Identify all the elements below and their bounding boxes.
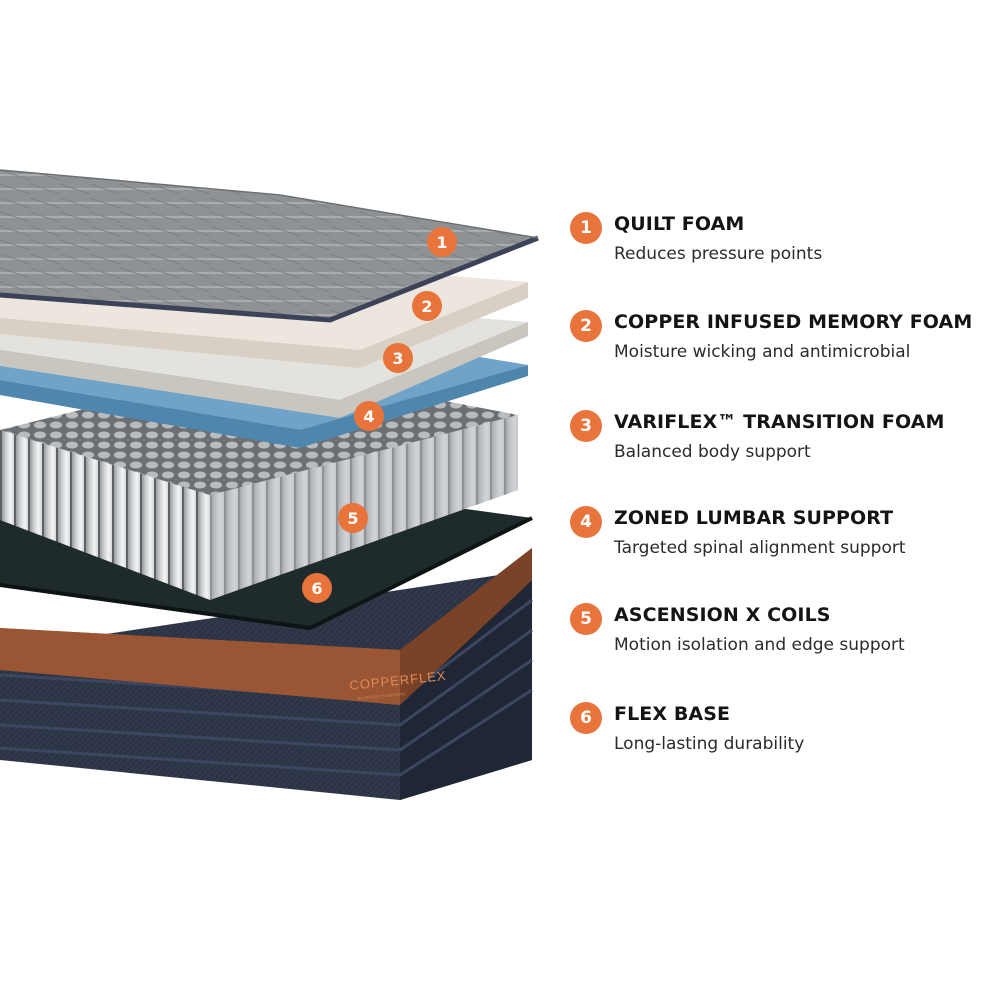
legend-title-6: FLEX BASE: [614, 703, 731, 725]
legend-badge-3: 3: [570, 410, 602, 442]
legend-badge-6: 6: [570, 702, 602, 734]
marker-3-label: 3: [392, 349, 403, 368]
brand-logo-subtext: BY BROOKLYN BEDDING: [358, 691, 406, 701]
marker-5-label: 5: [347, 509, 358, 528]
legend-title-2: COPPER INFUSED MEMORY FOAM: [614, 311, 973, 333]
copper-band: [0, 548, 532, 705]
legend-title-1: QUILT FOAM: [614, 213, 745, 235]
marker-4-label: 4: [363, 407, 374, 426]
legend-badge-1: 1: [570, 212, 602, 244]
layer-6-edge: [0, 516, 533, 631]
legend-title-3: VARIFLEX™ TRANSITION FOAM: [614, 411, 945, 433]
legend-badge-2: 2: [570, 310, 602, 342]
legend-badge-4: 4: [570, 506, 602, 538]
legend-desc-4: Targeted spinal alignment support: [614, 538, 906, 558]
layer-legend: 1 QUILT FOAM Reduces pressure points 2 C…: [570, 0, 995, 1000]
legend-title-5: ASCENSION X COILS: [614, 604, 831, 626]
marker-5: 5: [338, 503, 368, 533]
legend-desc-6: Long-lasting durability: [614, 734, 805, 754]
marker-3: 3: [383, 343, 413, 373]
legend-desc-3: Balanced body support: [614, 442, 811, 462]
legend-desc-5: Motion isolation and edge support: [614, 635, 905, 655]
marker-1: 1: [427, 227, 457, 257]
marker-1-label: 1: [436, 233, 447, 252]
layer-1-quilt-top: [0, 169, 539, 323]
marker-6-label: 6: [311, 579, 322, 598]
marker-2: 2: [412, 291, 442, 321]
mattress-layers-illustration: COPPERFLEX BY BROOKLYN BEDDING 1 2: [0, 169, 539, 800]
marker-4: 4: [354, 401, 384, 431]
marker-2-label: 2: [421, 297, 432, 316]
legend-desc-2: Moisture wicking and antimicrobial: [614, 342, 911, 362]
legend-desc-1: Reduces pressure points: [614, 244, 823, 264]
legend-badge-5: 5: [570, 603, 602, 635]
legend-title-4: ZONED LUMBAR SUPPORT: [614, 507, 894, 529]
marker-6: 6: [302, 573, 332, 603]
